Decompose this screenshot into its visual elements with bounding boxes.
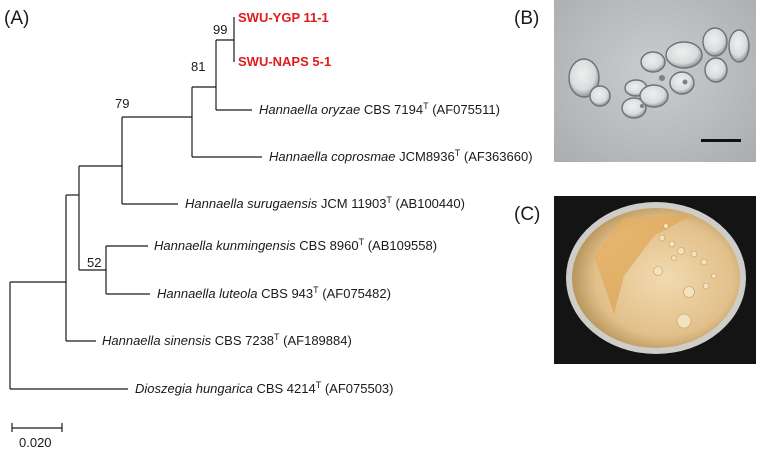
- bootstrap-79: 79: [115, 96, 129, 111]
- taxon-swu-naps: SWU-NAPS 5-1: [238, 54, 331, 69]
- agar-plate-photo: [554, 196, 756, 364]
- taxon-coprosmae: Hannaella coprosmae JCM8936T (AF363660): [269, 144, 533, 164]
- taxon-surugaensis: Hannaella surugaensis JCM 11903T (AB1004…: [185, 191, 465, 211]
- yeast-cell-micrograph: [554, 0, 756, 162]
- taxon-dioszegia: Dioszegia hungarica CBS 4214T (AF075503): [135, 376, 394, 396]
- bootstrap-81: 81: [191, 59, 205, 74]
- taxon-luteola: Hannaella luteola CBS 943T (AF075482): [157, 281, 391, 301]
- yeast-cells-drawing: [568, 27, 750, 142]
- agar-plate-drawing: [554, 196, 756, 364]
- scale-bar-label: 0.020: [19, 435, 52, 450]
- taxon-oryzae: Hannaella oryzae CBS 7194T (AF075511): [259, 97, 500, 117]
- phylogenetic-tree: 99 81 79 52 SWU-YGP 11-1 SWU-NAPS 5-1 Ha…: [9, 10, 533, 450]
- panel-label-a: (A): [4, 8, 30, 29]
- taxon-sinensis: Hannaella sinensis CBS 7238T (AF189884): [102, 328, 352, 348]
- taxon-swu-ygp: SWU-YGP 11-1: [238, 10, 329, 25]
- tree-branches: [9, 17, 262, 390]
- bootstrap-52: 52: [87, 255, 101, 270]
- scale-bar: [11, 423, 63, 432]
- panel-label-b: (B): [514, 8, 540, 29]
- bootstrap-99: 99: [213, 22, 227, 37]
- panel-label-c: (C): [514, 204, 541, 225]
- taxon-kunmingensis: Hannaella kunmingensis CBS 8960T (AB1095…: [154, 233, 437, 253]
